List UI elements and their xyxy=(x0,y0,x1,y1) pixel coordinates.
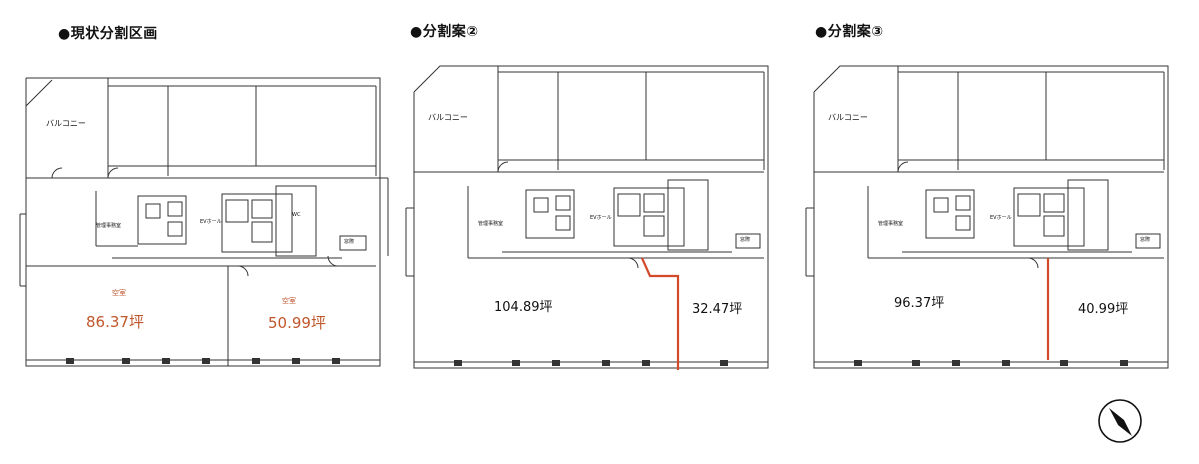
balcony-label-plan2: バルコニー xyxy=(428,113,468,122)
title-current: ●現状分割区画 xyxy=(58,23,158,43)
room-right-area: 50.99坪 xyxy=(268,314,326,332)
room-tag-current: 窓際 xyxy=(344,239,355,245)
north-arrow-icon xyxy=(1097,398,1143,444)
floor-plan-2: バルコニー 管理事務室 EVホール 窓際 104.89坪 32.47坪 xyxy=(402,62,782,374)
manage-room-label-current: 管理事務室 xyxy=(96,223,122,229)
floor-plan-3-drawing xyxy=(805,65,1169,369)
floor-plan-current: バルコニー 管理事務室 EVホール WC 窓際 空室 86.37坪 空室 50.… xyxy=(12,66,392,378)
wc-label-current: WC xyxy=(292,212,301,218)
manage-room-label-plan3: 管理事務室 xyxy=(878,221,904,227)
room-left-label: 空室 xyxy=(112,289,126,297)
room-tag-plan3: 窓際 xyxy=(1140,237,1151,243)
partition-line-plan2 xyxy=(640,257,680,370)
balcony-label-current: バルコニー xyxy=(46,119,86,128)
title-plan2-text: ●分割案② xyxy=(410,24,479,40)
title-plan3: ●分割案③ xyxy=(815,21,884,41)
title-plan2: ●分割案② xyxy=(410,21,479,41)
area-left-plan3: 96.37坪 xyxy=(894,296,945,311)
area-left-plan2: 104.89坪 xyxy=(494,300,553,315)
floor-plan-3: バルコニー 管理事務室 EVホール 窓際 96.37坪 40.99坪 xyxy=(802,62,1182,374)
balcony-label-plan3: バルコニー xyxy=(828,113,868,122)
area-right-plan3: 40.99坪 xyxy=(1078,302,1129,317)
ev-hall-label-plan3: EVホール xyxy=(990,215,1012,221)
room-right-label: 空室 xyxy=(282,297,296,305)
room-left-area: 86.37坪 xyxy=(86,313,144,331)
floor-plan-current-drawing xyxy=(19,77,389,367)
ev-hall-label-plan2: EVホール xyxy=(590,215,612,221)
ev-hall-label-current: EVホール xyxy=(200,219,222,225)
title-current-text: ●現状分割区画 xyxy=(58,26,158,42)
room-tag-plan2: 窓際 xyxy=(740,237,751,243)
manage-room-label-plan2: 管理事務室 xyxy=(478,221,504,227)
area-right-plan2: 32.47坪 xyxy=(692,302,743,317)
floor-plan-2-drawing xyxy=(405,65,769,370)
title-plan3-text: ●分割案③ xyxy=(815,24,884,40)
